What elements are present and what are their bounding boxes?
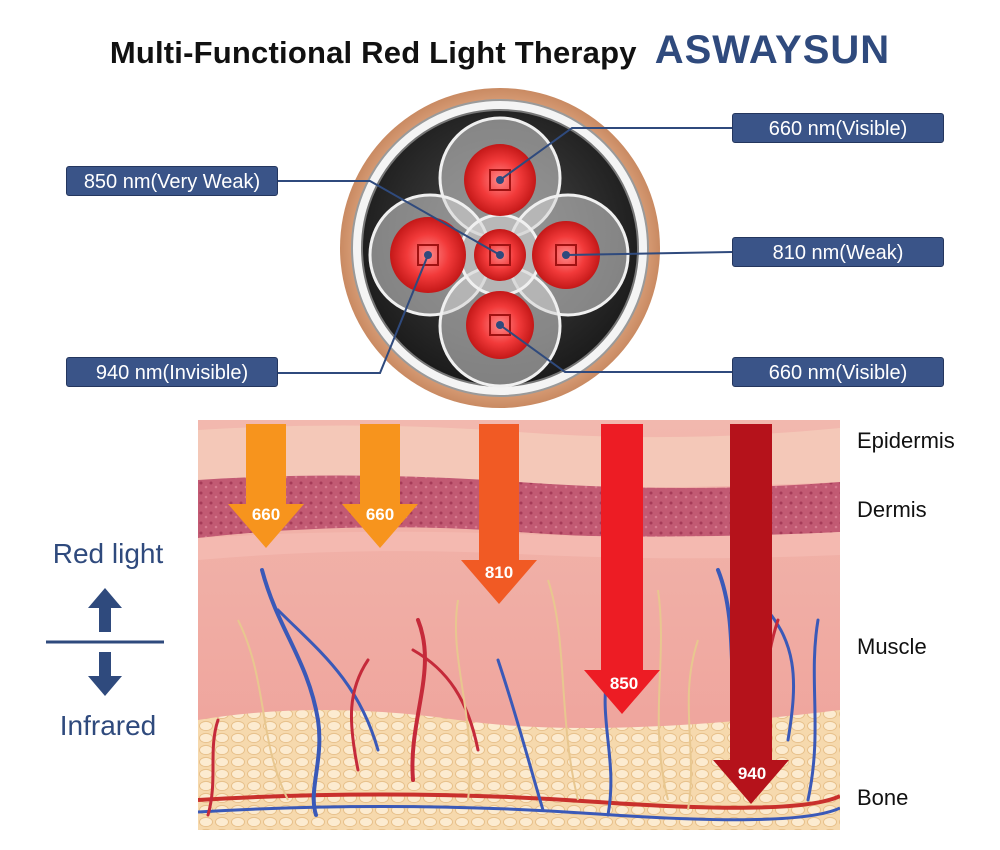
brand-name: ASWAYSUN: [654, 28, 891, 72]
arrow-up-icon: [88, 588, 122, 632]
arrow-940: [713, 424, 789, 804]
legend-infrared: Infrared: [59, 710, 157, 741]
leader-dots: [424, 176, 570, 329]
arrow-label-810: 810: [484, 563, 514, 582]
page-title: Multi-Functional Red Light Therapy: [109, 35, 637, 70]
arrow-850: [584, 424, 660, 714]
arrow-down-icon: [88, 652, 122, 696]
arrow-660-a: [228, 424, 304, 548]
label-660-top: 660 nm(Visible): [732, 113, 944, 143]
leader-lines: [278, 127, 733, 374]
header: Multi-Functional Red Light Therapy ASWAY…: [0, 28, 1000, 78]
arrow-label-940: 940: [737, 764, 767, 783]
layer-label-dermis: Dermis: [857, 497, 927, 522]
fat-layer: [198, 710, 840, 830]
layer-label-epidermis: Epidermis: [857, 428, 955, 453]
skin-cross-section: [198, 420, 840, 830]
layer-label-bone: Bone: [857, 785, 909, 810]
label-810: 810 nm(Weak): [732, 237, 944, 267]
arrow-810: [461, 424, 537, 604]
arrow-label-850: 850: [609, 674, 639, 693]
arrow-label-660-b: 660: [365, 505, 395, 524]
arrow-label-660-a: 660: [251, 505, 281, 524]
device-illustration: [278, 88, 733, 408]
label-940: 940 nm(Invisible): [66, 357, 278, 387]
label-660-bottom: 660 nm(Visible): [732, 357, 944, 387]
penetration-arrows: [228, 424, 789, 804]
legend-red-light: Red light: [52, 538, 164, 569]
legend-arrows: [46, 588, 164, 696]
arrow-660-b: [342, 424, 418, 548]
label-850: 850 nm(Very Weak): [66, 166, 278, 196]
layer-label-muscle: Muscle: [857, 634, 927, 659]
nerves: [237, 579, 699, 811]
